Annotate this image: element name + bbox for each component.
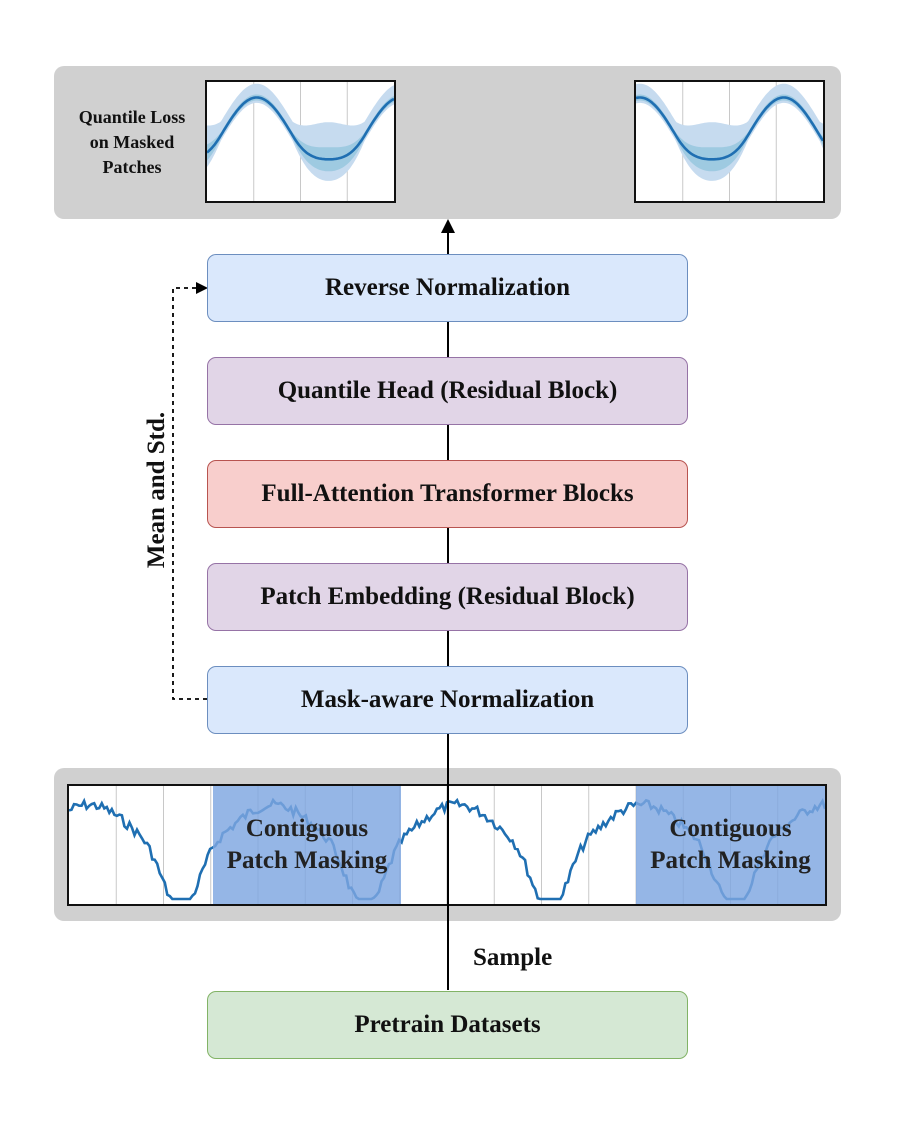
- loss-label-line2: on Masked: [89, 132, 175, 152]
- mean-std-label: Mean and Std.: [143, 411, 170, 569]
- mask-region-right: [636, 786, 825, 904]
- transformer-block: Full-Attention Transformer Blocks: [207, 460, 688, 528]
- forecast-chart-left: [205, 80, 396, 203]
- mask-label-right-line2: Patch Masking: [650, 847, 811, 874]
- up-arrow: [441, 219, 455, 233]
- forecast-chart-right: [634, 80, 825, 203]
- quantile-head-block: Quantile Head (Residual Block): [207, 357, 688, 425]
- mask-region-left: [213, 786, 401, 904]
- loss-label-line3: Patches: [102, 157, 162, 177]
- mask-label-left-line1: Contiguous: [245, 815, 369, 842]
- masked-series-chart: [67, 784, 827, 906]
- mask-label-left-line2: Patch Masking: [226, 847, 388, 874]
- transformer-label: Full-Attention Transformer Blocks: [261, 480, 634, 507]
- pretrain-datasets-label: Pretrain Datasets: [354, 1011, 541, 1038]
- reverse-normalization-label: Reverse Normalization: [324, 274, 571, 301]
- quantile-head-label: Quantile Head (Residual Block): [277, 377, 618, 404]
- quantile-band-inner: [207, 94, 394, 172]
- dashed-stats-line: [172, 287, 207, 700]
- mask-aware-normalization-block: Mask-aware Normalization: [207, 666, 688, 734]
- masked-series-plot: [69, 786, 825, 904]
- forecast-plot-right: [636, 82, 823, 201]
- patch-embedding-block: Patch Embedding (Residual Block): [207, 563, 688, 631]
- patch-embedding-label: Patch Embedding (Residual Block): [260, 583, 635, 610]
- mask-aware-normalization-label: Mask-aware Normalization: [300, 686, 595, 713]
- quantile-band-outer: [636, 83, 823, 181]
- sample-label: Sample: [473, 944, 553, 971]
- median-line: [636, 96, 823, 161]
- loss-label-line1: Quantile Loss: [78, 107, 186, 127]
- reverse-normalization-block: Reverse Normalization: [207, 254, 688, 322]
- forecast-plot-left: [207, 82, 394, 201]
- mask-label-right-line1: Contiguous: [669, 815, 792, 842]
- median-line: [207, 96, 394, 161]
- pretrain-datasets-block: Pretrain Datasets: [207, 991, 688, 1059]
